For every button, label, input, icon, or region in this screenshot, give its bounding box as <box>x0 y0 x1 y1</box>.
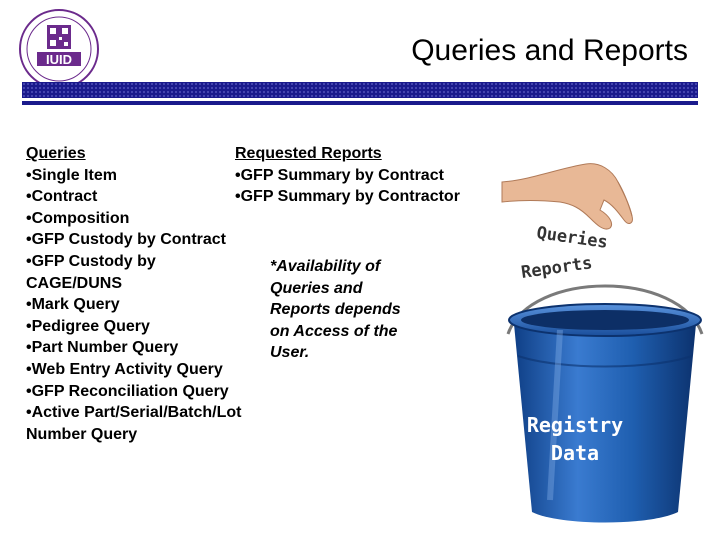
query-item: •Mark Query <box>26 296 120 314</box>
reports-column: Requested Reports •GFP Summary by Contra… <box>235 143 505 208</box>
bucket-label-line1: Registry <box>527 413 623 437</box>
logo-text: IUID <box>46 52 72 67</box>
bucket-illustration: Queries Reports Registry Data <box>501 163 704 523</box>
query-item: •Contract <box>26 188 98 206</box>
note-line: on Access of the <box>270 322 398 340</box>
report-item: •GFP Summary by Contract <box>235 166 444 184</box>
query-item: •Single Item <box>26 166 117 184</box>
reports-heading: Requested Reports <box>235 145 382 162</box>
header-rule-thin <box>22 101 698 105</box>
query-item: •GFP Custody by Contract <box>26 231 226 249</box>
query-item: CAGE/DUNS <box>26 274 123 292</box>
bucket-label-line2: Data <box>551 441 599 465</box>
query-item: •GFP Custody by <box>26 252 156 270</box>
note-line: Queries and <box>270 279 363 297</box>
query-item: Number Query <box>26 425 138 443</box>
page-title: Queries and Reports <box>411 34 688 67</box>
queries-column: Queries •Single Item •Contract •Composit… <box>26 143 286 445</box>
query-item: •Composition <box>26 209 130 227</box>
note-line: Reports depends <box>270 301 401 319</box>
query-item: •Active Part/Serial/Batch/Lot <box>26 404 242 422</box>
query-item: •Pedigree Query <box>26 317 150 335</box>
note-line: *Availability of <box>270 258 381 275</box>
card-queries: Queries <box>535 223 609 253</box>
header-rule-pattern <box>22 82 698 98</box>
card-reports: Reports <box>520 253 594 283</box>
report-item: •GFP Summary by Contractor <box>235 188 460 206</box>
bucket-icon <box>508 303 702 523</box>
iuid-logo: IUID <box>19 9 99 89</box>
query-item: •Part Number Query <box>26 339 179 357</box>
hand-icon <box>501 163 633 230</box>
queries-heading: Queries <box>26 145 86 162</box>
note-line: User. <box>270 344 310 362</box>
query-item: •Web Entry Activity Query <box>26 360 223 378</box>
availability-note: *Availability of Queries and Reports dep… <box>270 256 440 364</box>
query-item: •GFP Reconciliation Query <box>26 382 229 400</box>
